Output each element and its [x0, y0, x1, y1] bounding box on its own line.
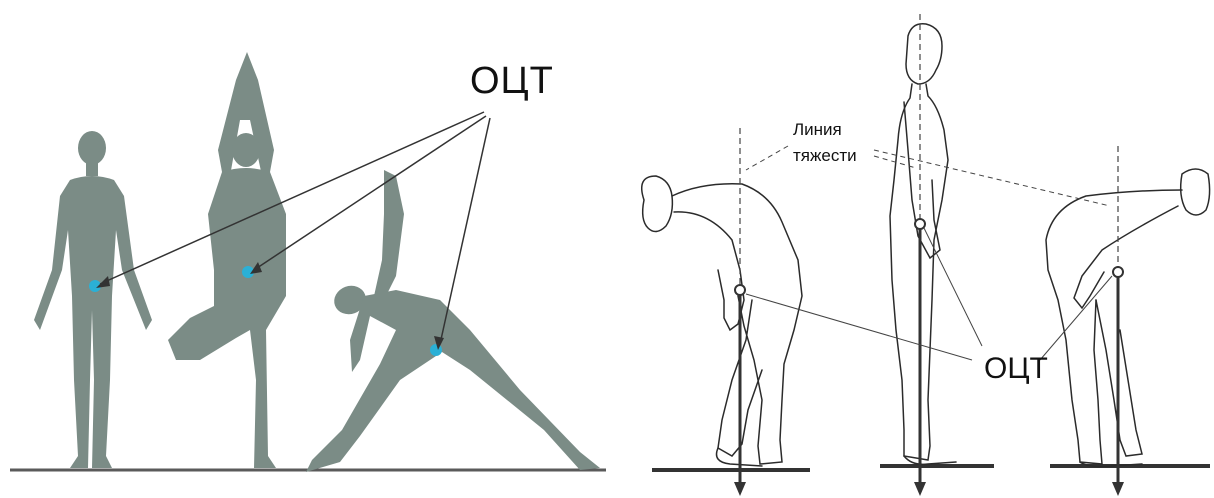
bent-figure-right: [1046, 169, 1210, 467]
silhouette-diagram: ОЦТ: [0, 0, 612, 498]
standing-figure-outline: [890, 24, 956, 465]
cog-label-right: ОЦТ: [984, 352, 1048, 386]
gravity-line-label: Линия тяжести: [793, 117, 857, 169]
triangle-pose-figure: [306, 170, 600, 472]
gravity-line-label-line1: Линия: [793, 117, 857, 143]
gravity-dashed-lines: [740, 14, 1118, 470]
cog-marker-triangle: [430, 344, 442, 356]
line-drawing-figures: [612, 0, 1214, 498]
ground-segments: [652, 466, 1210, 470]
line-drawing-diagram: Линия тяжести ОЦТ: [612, 0, 1214, 498]
cog-label-pointers: [746, 228, 1112, 360]
cog-label: ОЦТ: [470, 60, 554, 103]
gravity-arrows: [740, 224, 1118, 484]
gravity-arrowheads: [734, 482, 1124, 496]
gravity-line-label-line2: тяжести: [793, 143, 857, 169]
standing-figure: [34, 131, 152, 468]
bent-figure-left: [642, 176, 802, 466]
